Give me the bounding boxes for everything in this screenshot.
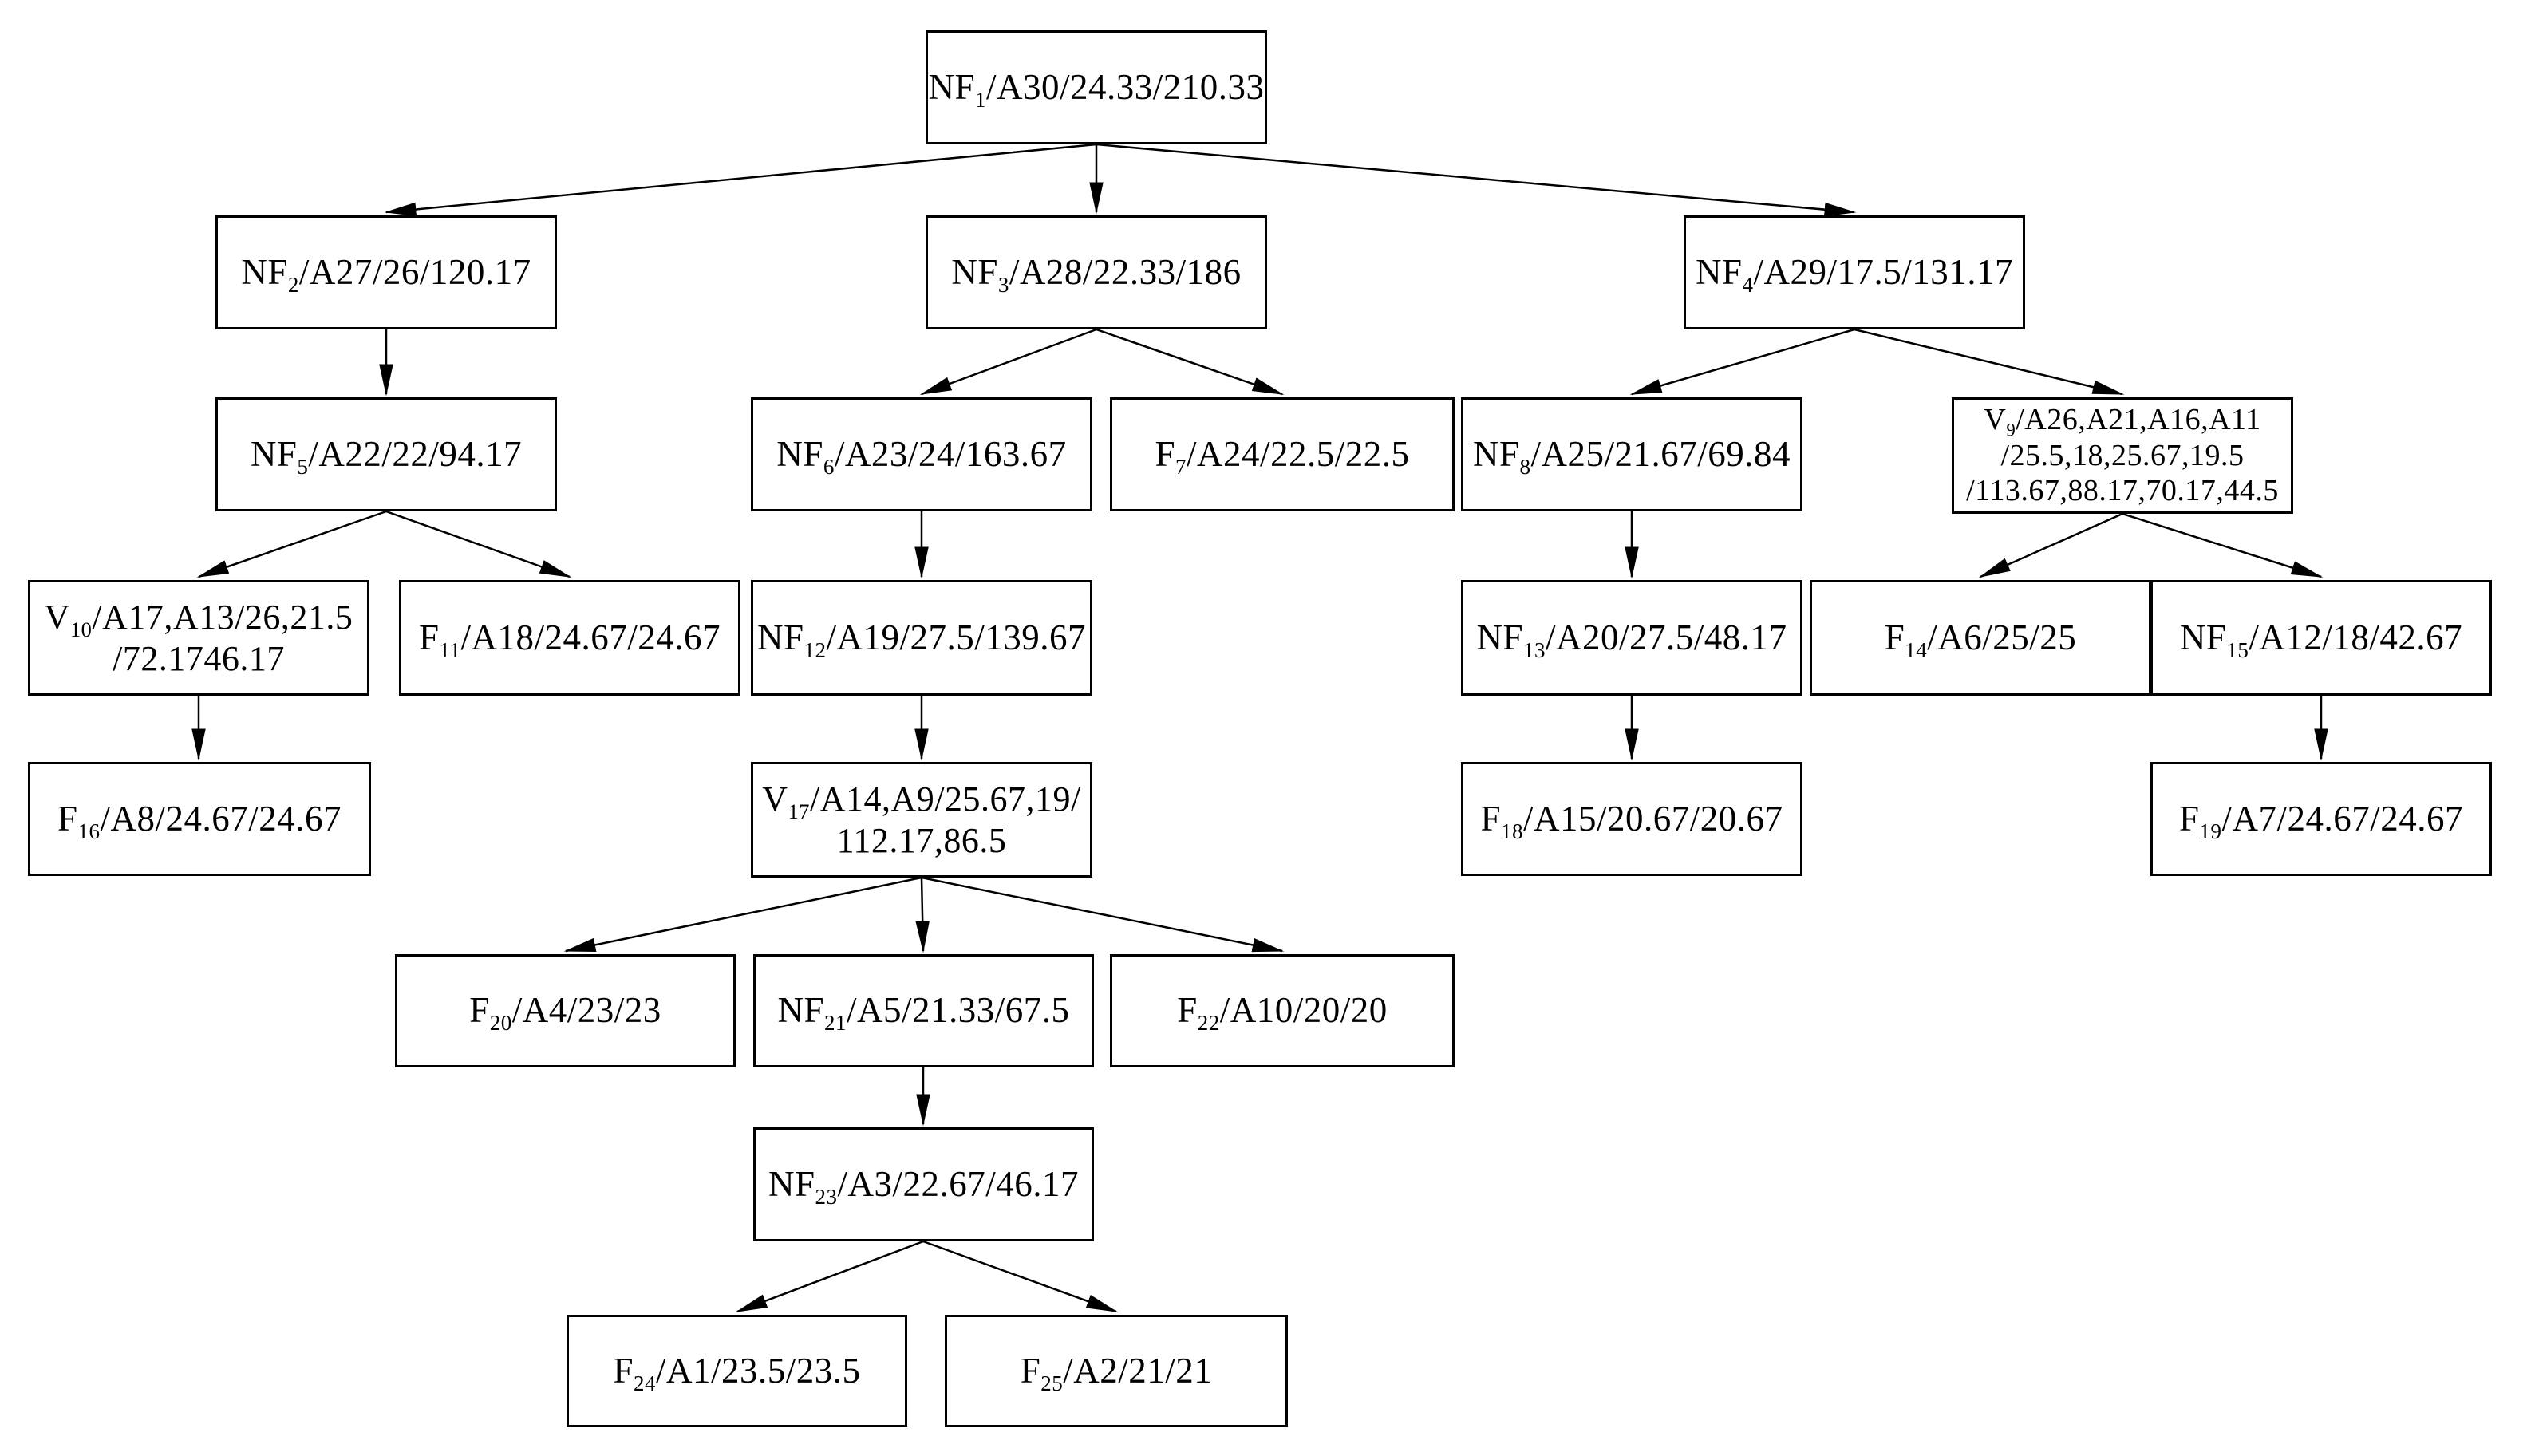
node-label: NF8/A25/21.67/69.84: [1472, 433, 1791, 479]
node-label: F7/A24/22.5/22.5: [1155, 433, 1410, 479]
node-f20: F20/A4/23/23: [395, 954, 736, 1067]
node-f19: F19/A7/24.67/24.67: [2150, 762, 2492, 876]
node-label: V10/A17,A13/26,21.5 /72.1746.17: [44, 597, 353, 678]
node-nf12: NF12/A19/27.5/139.67: [751, 580, 1092, 696]
node-label: NF5/A22/22/94.17: [250, 433, 523, 479]
node-f16: F16/A8/24.67/24.67: [28, 762, 371, 876]
node-label: F19/A7/24.67/24.67: [2178, 798, 2464, 843]
node-label: F22/A10/20/20: [1177, 990, 1388, 1036]
edge-nf4-v9: [1854, 328, 2125, 396]
node-label: NF1/A30/24.33/210.33: [928, 66, 1265, 112]
edge-v17-f22: [921, 876, 1285, 953]
node-v10: V10/A17,A13/26,21.5 /72.1746.17: [28, 580, 369, 696]
node-label: NF23/A3/22.67/46.17: [768, 1163, 1080, 1209]
node-f11: F11/A18/24.67/24.67: [399, 580, 740, 696]
node-label: NF13/A20/27.5/48.17: [1476, 617, 1787, 662]
node-nf21: NF21/A5/21.33/67.5: [753, 954, 1094, 1067]
node-f14: F14/A6/25/25: [1810, 580, 2151, 696]
node-label: NF21/A5/21.33/67.5: [777, 990, 1070, 1036]
node-nf2: NF2/A27/26/120.17: [215, 215, 557, 329]
edge-nf5-v10: [196, 510, 387, 578]
node-label: NF15/A12/18/42.67: [2179, 617, 2463, 662]
node-v9: V9/A26,A21,A16,A11 /25.5,18,25.67,19.5 /…: [1952, 397, 2293, 514]
edge-nf1-nf4: [1096, 143, 1857, 217]
node-f24: F24/A1/23.5/23.5: [567, 1315, 907, 1427]
node-f7: F7/A24/22.5/22.5: [1110, 397, 1455, 511]
node-label: F14/A6/25/25: [1884, 617, 2077, 662]
node-v17: V17/A14,A9/25.67,19/ 112.17,86.5: [751, 762, 1092, 878]
edge-nf5-f11: [385, 510, 572, 578]
node-label: F11/A18/24.67/24.67: [418, 617, 721, 662]
node-label: F16/A8/24.67/24.67: [57, 798, 342, 843]
node-label: F18/A15/20.67/20.67: [1480, 798, 1783, 843]
node-nf23: NF23/A3/22.67/46.17: [753, 1127, 1094, 1241]
edge-nf23-f25: [922, 1240, 1119, 1313]
node-nf5: NF5/A22/22/94.17: [215, 397, 557, 511]
node-nf3: NF3/A28/22.33/186: [926, 215, 1267, 329]
node-label: F24/A1/23.5/23.5: [613, 1350, 861, 1395]
node-f18: F18/A15/20.67/20.67: [1461, 762, 1802, 876]
edge-v9-nf15: [2122, 512, 2324, 578]
node-nf6: NF6/A23/24/163.67: [751, 397, 1092, 511]
node-f22: F22/A10/20/20: [1110, 954, 1455, 1067]
node-label: NF4/A29/17.5/131.17: [1695, 251, 2014, 297]
node-label: NF12/A19/27.5/139.67: [756, 617, 1087, 662]
node-label: F20/A4/23/23: [469, 990, 661, 1036]
node-label: NF6/A23/24/163.67: [776, 433, 1067, 479]
node-label: NF2/A27/26/120.17: [241, 251, 531, 297]
node-nf4: NF4/A29/17.5/131.17: [1684, 215, 2025, 329]
edge-v17-f20: [563, 876, 922, 953]
node-label: V9/A26,A21,A16,A11 /25.5,18,25.67,19.5 /…: [1966, 402, 2279, 508]
edge-nf3-nf6: [919, 328, 1097, 396]
node-nf15: NF15/A12/18/42.67: [2150, 580, 2492, 696]
node-nf13: NF13/A20/27.5/48.17: [1461, 580, 1802, 696]
node-nf1: NF1/A30/24.33/210.33: [926, 30, 1267, 144]
edge-v17-nf21: [915, 877, 930, 953]
node-label: NF3/A28/22.33/186: [951, 251, 1242, 297]
node-nf8: NF8/A25/21.67/69.84: [1461, 397, 1802, 511]
node-label: F25/A2/21/21: [1020, 1350, 1213, 1395]
edge-nf3-f7: [1096, 328, 1285, 396]
edge-nf4-nf8: [1629, 328, 1855, 396]
edge-nf23-f24: [735, 1240, 924, 1313]
node-f25: F25/A2/21/21: [945, 1315, 1288, 1427]
node-label: V17/A14,A9/25.67,19/ 112.17,86.5: [762, 779, 1081, 860]
edge-v9-f14: [1978, 512, 2123, 578]
edge-nf1-nf2: [384, 143, 1097, 217]
